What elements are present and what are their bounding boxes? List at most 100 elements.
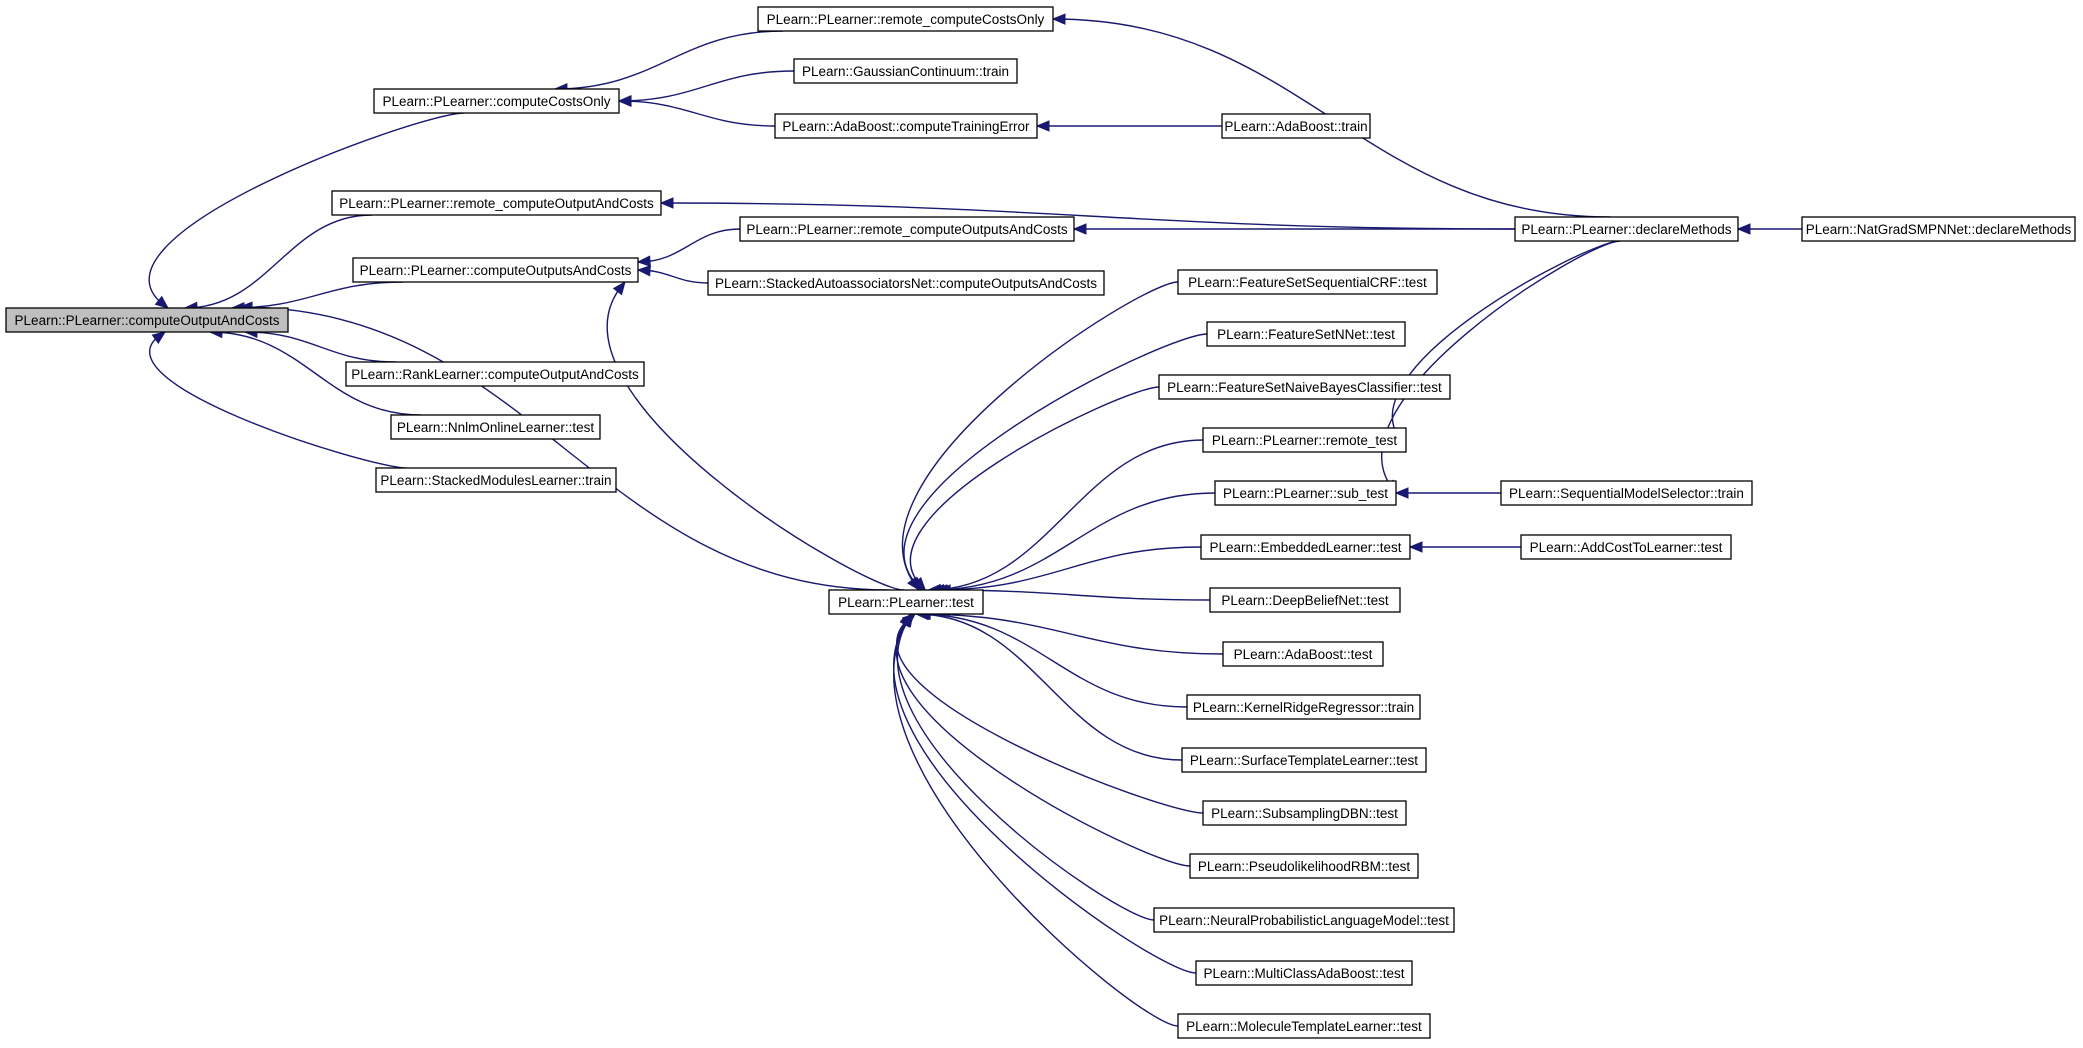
node-box bbox=[1202, 427, 1407, 453]
edge-fsCRF-to-plTest bbox=[901, 281, 1179, 591]
edge-rankCOAC-to-root bbox=[244, 331, 397, 363]
node-molTest[interactable]: PLearn::MoleculeTemplateLearner::test bbox=[1177, 1013, 1431, 1039]
node-box bbox=[1214, 480, 1397, 506]
edge-embTest-to-plTest bbox=[934, 546, 1202, 591]
arrowhead bbox=[912, 576, 927, 591]
node-label: PLearn::NeuralProbabilisticLanguageModel… bbox=[1159, 913, 1449, 928]
arrowhead bbox=[1035, 120, 1050, 132]
node-box bbox=[5, 307, 289, 333]
edge-krrTrain-to-plTest bbox=[917, 613, 1188, 708]
node-label: PLearn::StackedAutoassociatorsNet::compu… bbox=[715, 276, 1097, 291]
node-ccOnly[interactable]: PLearn::PLearner::computeCostsOnly bbox=[373, 88, 620, 114]
node-label: PLearn::AddCostToLearner::test bbox=[1530, 540, 1723, 555]
node-box bbox=[373, 88, 620, 114]
node-remoteTest[interactable]: PLearn::PLearner::remote_test bbox=[1202, 427, 1407, 453]
arrowhead bbox=[1408, 541, 1423, 553]
node-label: PLearn::PseudolikelihoodRBM::test bbox=[1198, 859, 1411, 874]
node-box bbox=[707, 270, 1105, 296]
arrowhead bbox=[1072, 223, 1087, 235]
node-label: PLearn::AdaBoost::test bbox=[1234, 647, 1373, 662]
node-natGrad[interactable]: PLearn::NatGradSMPNNet::declareMethods bbox=[1801, 216, 2076, 242]
node-label: PLearn::KernelRidgeRegressor::train bbox=[1193, 700, 1414, 715]
edge-nplmTest-to-plTest bbox=[896, 613, 1155, 921]
edge-cOutsAC-to-root bbox=[231, 281, 404, 309]
node-root[interactable]: PLearn::PLearner::computeOutputAndCosts bbox=[5, 307, 289, 333]
node-box bbox=[1177, 269, 1438, 295]
node-box bbox=[1514, 216, 1739, 242]
node-stackedModTrain[interactable]: PLearn::StackedModulesLearner::train bbox=[375, 467, 617, 493]
node-rankCOAC[interactable]: PLearn::RankLearner::computeOutputAndCos… bbox=[345, 361, 645, 387]
node-label: PLearn::RankLearner::computeOutputAndCos… bbox=[351, 367, 639, 382]
node-box bbox=[1153, 907, 1455, 933]
edge-adaCTE-to-ccOnly bbox=[618, 100, 776, 127]
edge-nnlmTest-to-root bbox=[209, 331, 422, 416]
edge-molTest-to-plTest bbox=[893, 613, 1179, 1027]
node-cOutsAC[interactable]: PLearn::PLearner::computeOutputsAndCosts bbox=[352, 257, 639, 283]
arrowhead bbox=[154, 295, 170, 309]
edge-fsNB-to-plTest bbox=[909, 386, 1160, 591]
node-addCost[interactable]: PLearn::AddCostToLearner::test bbox=[1520, 534, 1732, 560]
node-mcAda[interactable]: PLearn::MultiClassAdaBoost::test bbox=[1195, 960, 1413, 986]
node-label: PLearn::FeatureSetNaiveBayesClassifier::… bbox=[1167, 380, 1442, 395]
node-label: PLearn::FeatureSetNNet::test bbox=[1217, 327, 1395, 342]
node-fsNNet[interactable]: PLearn::FeatureSetNNet::test bbox=[1206, 321, 1406, 347]
node-box bbox=[390, 414, 601, 440]
node-label: PLearn::NatGradSMPNNet::declareMethods bbox=[1806, 222, 2072, 237]
node-box bbox=[739, 216, 1075, 242]
node-krrTrain[interactable]: PLearn::KernelRidgeRegressor::train bbox=[1186, 694, 1421, 720]
node-label: PLearn::PLearner::computeOutputsAndCosts bbox=[360, 263, 632, 278]
node-box bbox=[1222, 641, 1384, 667]
node-box bbox=[1202, 800, 1407, 826]
node-adaTest[interactable]: PLearn::AdaBoost::test bbox=[1222, 641, 1384, 667]
node-label: PLearn::FeatureSetSequentialCRF::test bbox=[1188, 275, 1427, 290]
node-declareMethods[interactable]: PLearn::PLearner::declareMethods bbox=[1514, 216, 1739, 242]
edge-surfTest-to-plTest bbox=[916, 613, 1183, 761]
node-remoteCCOnly[interactable]: PLearn::PLearner::remote_computeCostsOnl… bbox=[757, 6, 1054, 32]
node-subTest[interactable]: PLearn::PLearner::sub_test bbox=[1214, 480, 1397, 506]
node-box bbox=[1209, 587, 1401, 613]
node-subDBN[interactable]: PLearn::SubsamplingDBN::test bbox=[1202, 800, 1407, 826]
node-box bbox=[1500, 480, 1753, 506]
node-label: PLearn::PLearner::sub_test bbox=[1223, 486, 1388, 501]
node-embTest[interactable]: PLearn::EmbeddedLearner::test bbox=[1200, 534, 1411, 560]
node-dbnTest[interactable]: PLearn::DeepBeliefNet::test bbox=[1209, 587, 1401, 613]
node-plTest[interactable]: PLearn::PLearner::test bbox=[828, 589, 984, 615]
node-stackedAutoCOAC[interactable]: PLearn::StackedAutoassociatorsNet::compu… bbox=[707, 270, 1105, 296]
edge-subTest-to-plTest bbox=[931, 492, 1216, 591]
node-label: PLearn::NnlmOnlineLearner::test bbox=[397, 420, 595, 435]
node-label: PLearn::PLearner::remote_computeOutputsA… bbox=[746, 222, 1067, 237]
node-nnlmTest[interactable]: PLearn::NnlmOnlineLearner::test bbox=[390, 414, 601, 440]
node-fsCRF[interactable]: PLearn::FeatureSetSequentialCRF::test bbox=[1177, 269, 1438, 295]
node-box bbox=[1158, 374, 1451, 400]
node-label: PLearn::MoleculeTemplateLearner::test bbox=[1186, 1019, 1422, 1034]
edge-declareMethods-to-subTest bbox=[1381, 240, 1621, 494]
node-remoteCOAC[interactable]: PLearn::PLearner::remote_computeOutputAn… bbox=[331, 190, 662, 216]
edge-fsNNet-to-plTest bbox=[903, 333, 1208, 591]
node-label: PLearn::AdaBoost::train bbox=[1224, 119, 1367, 134]
node-box bbox=[1177, 1013, 1431, 1039]
node-fsNB[interactable]: PLearn::FeatureSetNaiveBayesClassifier::… bbox=[1158, 374, 1451, 400]
edge-stackedModTrain-to-root bbox=[149, 331, 407, 469]
edge-plTest-to-cOutsAC bbox=[606, 281, 905, 591]
node-seqModSel[interactable]: PLearn::SequentialModelSelector::train bbox=[1500, 480, 1753, 506]
node-gaussTrain[interactable]: PLearn::GaussianContinuum::train bbox=[793, 58, 1018, 84]
arrowhead bbox=[659, 197, 674, 209]
node-label: PLearn::PLearner::computeOutputAndCosts bbox=[15, 313, 280, 328]
arrowhead bbox=[1736, 223, 1751, 235]
node-surfTest[interactable]: PLearn::SurfaceTemplateLearner::test bbox=[1181, 747, 1427, 773]
node-adaTrain[interactable]: PLearn::AdaBoost::train bbox=[1221, 113, 1371, 139]
node-label: PLearn::GaussianContinuum::train bbox=[802, 64, 1009, 79]
node-box bbox=[331, 190, 662, 216]
node-pseudoRBM[interactable]: PLearn::PseudolikelihoodRBM::test bbox=[1189, 853, 1419, 879]
node-box bbox=[375, 467, 617, 493]
node-box bbox=[1195, 960, 1413, 986]
edge-ccOnly-to-root bbox=[148, 112, 465, 309]
node-box bbox=[1520, 534, 1732, 560]
node-label: PLearn::PLearner::remote_computeOutputAn… bbox=[339, 196, 654, 211]
node-nplmTest[interactable]: PLearn::NeuralProbabilisticLanguageModel… bbox=[1153, 907, 1455, 933]
node-adaCTE[interactable]: PLearn::AdaBoost::computeTrainingError bbox=[774, 113, 1038, 139]
edge-gaussTrain-to-ccOnly bbox=[618, 70, 795, 102]
edge-declareMethods-to-remoteCOAC bbox=[660, 202, 1516, 230]
node-remoteCOutsAC[interactable]: PLearn::PLearner::remote_computeOutputsA… bbox=[739, 216, 1075, 242]
arrowhead bbox=[151, 331, 167, 345]
